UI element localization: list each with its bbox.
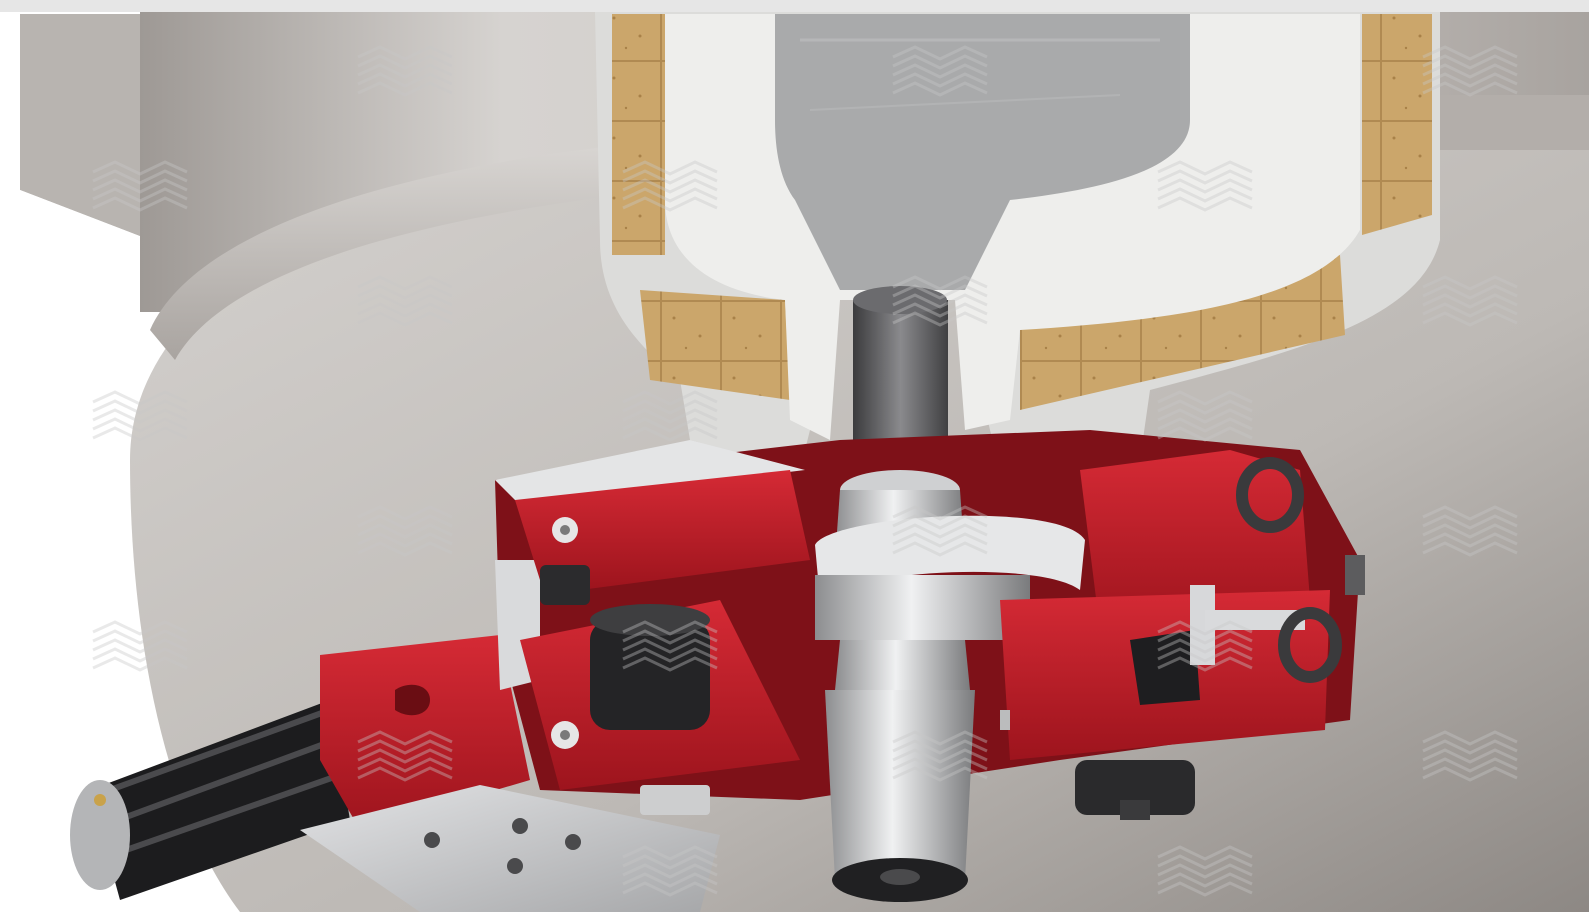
eye-bolt-upper (1236, 457, 1304, 533)
actuator-cylinder (70, 700, 350, 900)
eye-bolt-lower (1278, 607, 1342, 683)
